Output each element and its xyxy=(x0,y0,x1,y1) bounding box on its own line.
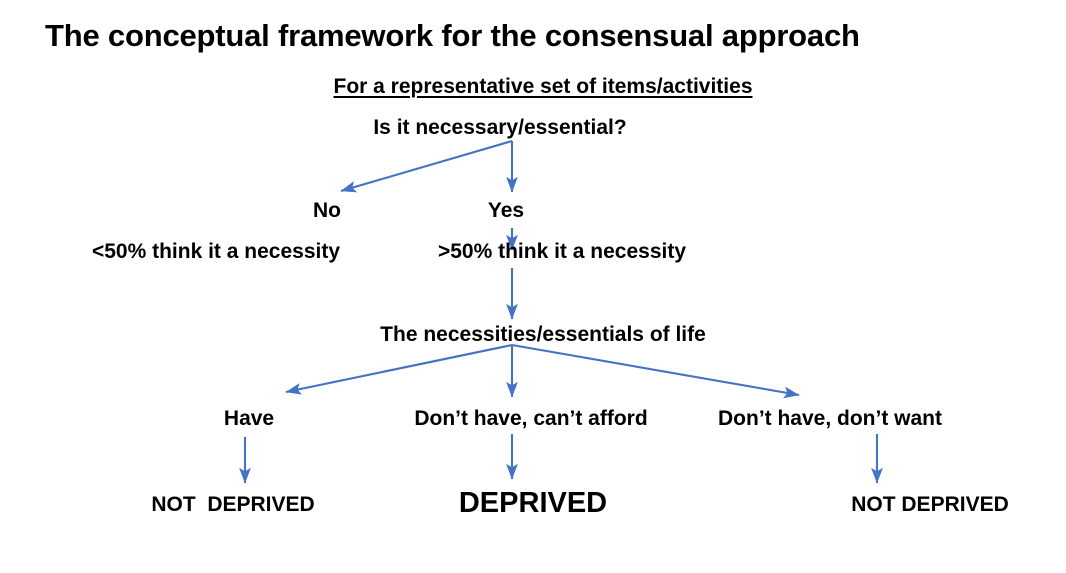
node-necessities-of-life: The necessities/essentials of life xyxy=(380,323,706,346)
outcome-not-deprived-have: NOT DEPRIVED xyxy=(151,493,315,516)
arrow-necessities-to-dont-want xyxy=(511,343,800,399)
arrow-question-to-no xyxy=(340,139,513,193)
option-label-cant-afford: Don’t have, can’t afford xyxy=(414,407,648,430)
option-label-dont-want: Don’t have, don’t want xyxy=(718,407,942,430)
branch-label-no: No xyxy=(313,199,341,222)
arrow-necessities-to-have xyxy=(285,343,513,395)
branch-detail-yes: >50% think it a necessity xyxy=(437,240,687,263)
outcome-not-deprived-dont-want: NOT DEPRIVED xyxy=(851,493,1009,516)
decision-question: Is it necessary/essential? xyxy=(373,116,627,139)
option-label-have: Have xyxy=(223,407,275,430)
page-subtitle: For a representative set of items/activi… xyxy=(333,75,753,98)
branch-label-yes: Yes xyxy=(487,199,525,222)
branch-detail-no: <50% think it a necessity xyxy=(91,240,341,263)
page-title: The conceptual framework for the consens… xyxy=(45,18,860,53)
outcome-deprived: DEPRIVED xyxy=(458,487,608,519)
